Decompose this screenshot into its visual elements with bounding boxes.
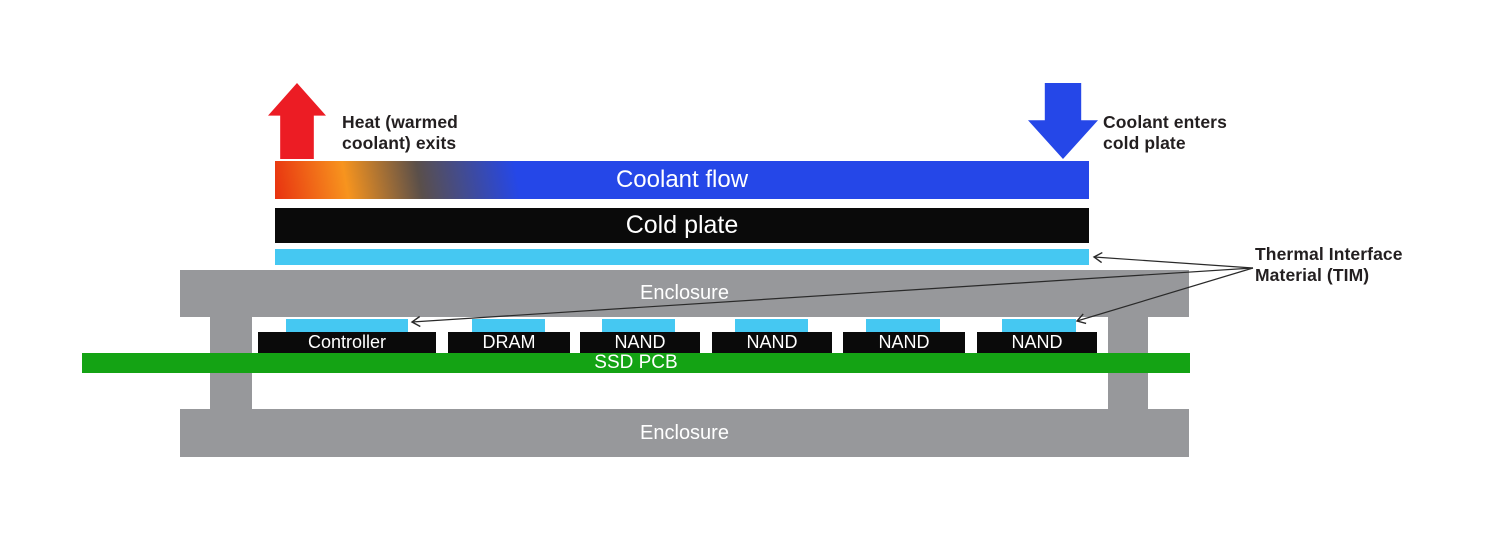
tim-strip-nand-4 bbox=[1002, 319, 1076, 332]
heat-exit-label: Heat (warmed coolant) exits bbox=[342, 112, 458, 153]
ssd-pcb-bar: SSD PCB bbox=[82, 352, 1190, 373]
tim-strip-nand-2 bbox=[735, 319, 808, 332]
tim-strip-controller bbox=[286, 319, 408, 332]
heat-exit-arrow-icon bbox=[268, 83, 326, 159]
chip-nand-3: NAND bbox=[843, 332, 965, 353]
cold-plate-label: Cold plate bbox=[625, 211, 739, 239]
tim-strip-cold-plate bbox=[275, 249, 1089, 265]
chip-nand-2: NAND bbox=[712, 332, 832, 353]
enclosure-top-label: Enclosure bbox=[640, 282, 729, 304]
enclosure-bottom-label: Enclosure bbox=[640, 421, 729, 444]
enclosure-bottom: Enclosure bbox=[180, 409, 1189, 457]
tim-strip-nand-3 bbox=[866, 319, 940, 332]
chip-nand-1-label: NAND bbox=[614, 332, 666, 352]
chip-dram: DRAM bbox=[448, 332, 570, 353]
tim-label: Thermal Interface Material (TIM) bbox=[1255, 244, 1403, 285]
chip-dram-label: DRAM bbox=[482, 332, 536, 352]
chip-nand-2-label: NAND bbox=[746, 332, 798, 352]
chip-nand-3-label: NAND bbox=[878, 332, 930, 352]
coolant-flow-label: Coolant flow bbox=[615, 166, 749, 193]
chip-nand-4-label: NAND bbox=[1011, 332, 1063, 352]
chip-controller-label: Controller bbox=[307, 332, 387, 352]
tim-strip-nand-1 bbox=[602, 319, 675, 332]
coolant-flow-bar: Coolant flow bbox=[275, 161, 1089, 199]
enclosure-top: Enclosure bbox=[180, 270, 1189, 317]
coolant-enters-label: Coolant enters cold plate bbox=[1103, 112, 1227, 153]
tim-strip-dram bbox=[472, 319, 545, 332]
cold-plate-bar: Cold plate bbox=[275, 208, 1089, 243]
coolant-enters-arrow-icon bbox=[1028, 83, 1098, 159]
chip-nand-1: NAND bbox=[580, 332, 700, 353]
chip-controller: Controller bbox=[258, 332, 436, 353]
ssd-pcb-label: SSD PCB bbox=[594, 352, 678, 373]
chip-nand-4: NAND bbox=[977, 332, 1097, 353]
